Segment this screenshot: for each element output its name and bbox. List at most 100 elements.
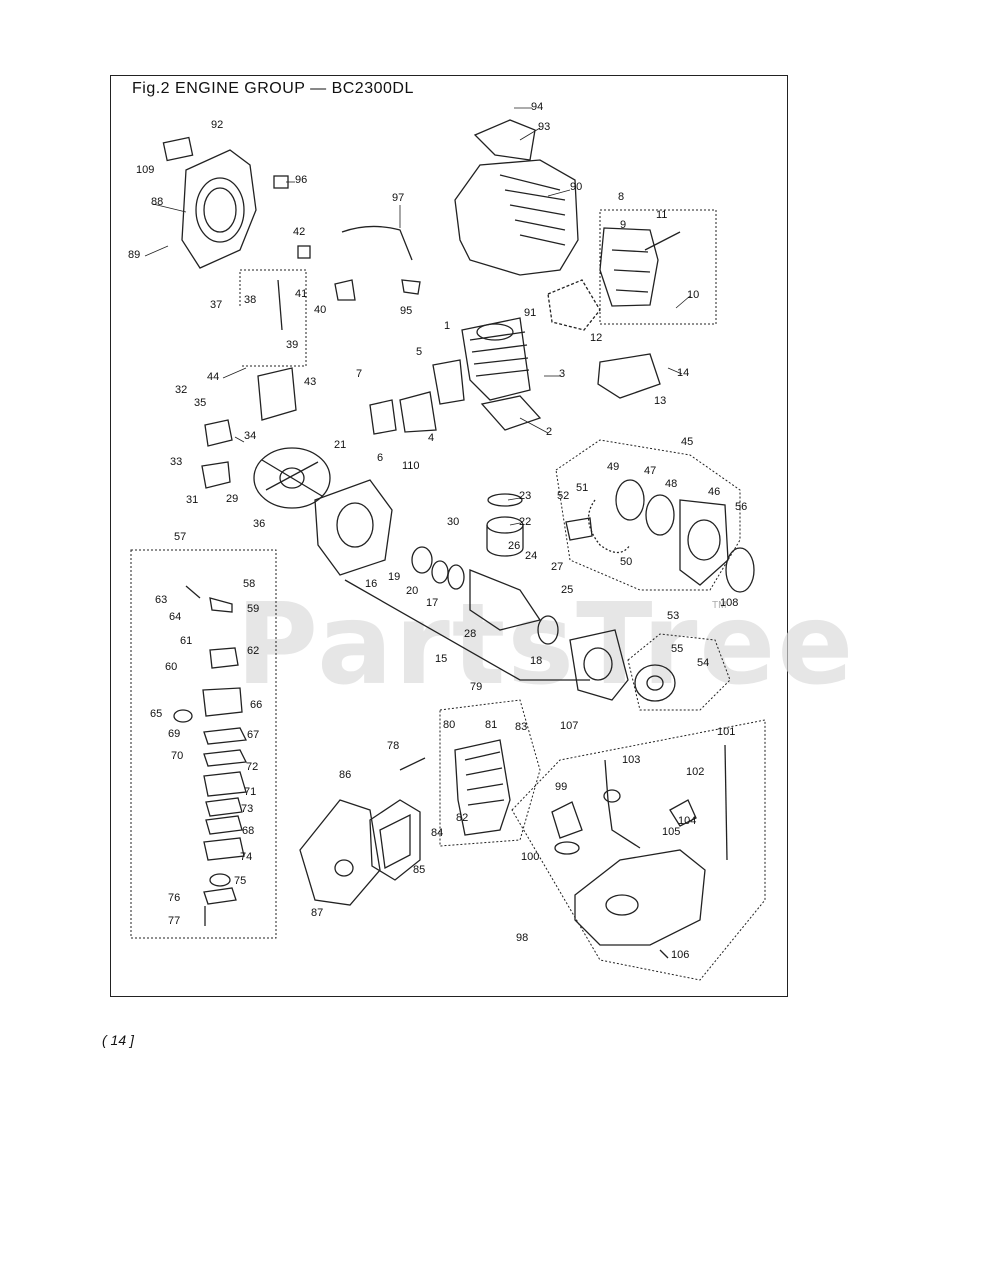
callout-60: 60 bbox=[165, 661, 178, 673]
part-78-bolt bbox=[399, 757, 426, 771]
part-75-filter bbox=[209, 873, 231, 887]
part-100-gasket bbox=[554, 841, 580, 855]
callout-45: 45 bbox=[681, 436, 694, 448]
callout-104: 104 bbox=[678, 815, 697, 827]
callout-98: 98 bbox=[516, 932, 529, 944]
part-99-cap bbox=[551, 801, 583, 839]
callout-43: 43 bbox=[304, 376, 317, 388]
callout-89: 89 bbox=[128, 249, 141, 261]
callout-96: 96 bbox=[295, 174, 308, 186]
callout-77: 77 bbox=[168, 915, 181, 927]
trademark-mark: TM bbox=[712, 600, 727, 611]
callout-85: 85 bbox=[413, 864, 426, 876]
part-66-carb-body bbox=[202, 687, 243, 717]
callout-82: 82 bbox=[456, 812, 469, 824]
callout-40: 40 bbox=[314, 304, 327, 316]
callout-44: 44 bbox=[207, 371, 220, 383]
part-68-diaphragm bbox=[205, 815, 243, 835]
callout-21: 21 bbox=[334, 439, 347, 451]
part-42-block bbox=[297, 245, 311, 259]
part-1-cylinder bbox=[461, 317, 531, 401]
callout-7: 7 bbox=[356, 368, 363, 380]
callout-37: 37 bbox=[210, 299, 223, 311]
callout-61: 61 bbox=[180, 635, 193, 647]
part-ignition-coil bbox=[257, 367, 297, 421]
callout-12: 12 bbox=[590, 332, 603, 344]
part-59-lever bbox=[209, 597, 233, 613]
callout-30: 30 bbox=[447, 516, 460, 528]
part-86-cleaner-cover bbox=[299, 799, 381, 906]
part-11-bolt bbox=[644, 231, 681, 251]
callout-8: 8 bbox=[618, 191, 625, 203]
group-box-79 bbox=[439, 699, 541, 847]
part-crankcase-right bbox=[569, 629, 629, 701]
callout-81: 81 bbox=[485, 719, 498, 731]
callout-107: 107 bbox=[560, 720, 579, 732]
callout-69: 69 bbox=[168, 728, 181, 740]
part-76-plate bbox=[203, 887, 237, 905]
part-74-cover bbox=[203, 837, 245, 861]
part-103-pipe bbox=[604, 759, 641, 849]
part-18-bearing bbox=[537, 615, 559, 645]
callout-62: 62 bbox=[247, 645, 260, 657]
callout-86: 86 bbox=[339, 769, 352, 781]
watermark: PartsTree bbox=[236, 580, 856, 710]
callout-34: 34 bbox=[244, 430, 257, 442]
callout-92: 92 bbox=[211, 119, 224, 131]
callout-84: 84 bbox=[431, 827, 444, 839]
part-17-bearing bbox=[447, 564, 465, 590]
part-6-plate bbox=[369, 399, 397, 435]
part-50-rope bbox=[588, 499, 631, 554]
callout-24: 24 bbox=[525, 550, 538, 562]
callout-64: 64 bbox=[169, 611, 182, 623]
callout-88: 88 bbox=[151, 196, 164, 208]
callout-2: 2 bbox=[546, 426, 553, 438]
part-97-harness bbox=[341, 225, 413, 261]
part-9-muffler bbox=[599, 227, 659, 307]
callout-67: 67 bbox=[247, 729, 260, 741]
part-23-ring bbox=[487, 493, 523, 507]
callout-108: 108 bbox=[720, 597, 739, 609]
part-40-plug bbox=[334, 279, 356, 301]
part-70-diaphragm bbox=[203, 749, 248, 767]
callout-91: 91 bbox=[524, 307, 537, 319]
callout-66: 66 bbox=[250, 699, 263, 711]
callout-72: 72 bbox=[246, 761, 259, 773]
group-box-37 bbox=[239, 269, 307, 367]
callout-9: 9 bbox=[620, 219, 627, 231]
part-20-seal bbox=[431, 560, 449, 584]
part-80-base bbox=[454, 739, 511, 836]
part-4-insulator bbox=[399, 391, 437, 433]
part-93-heat-shield bbox=[473, 119, 536, 161]
callout-26: 26 bbox=[508, 540, 521, 552]
callout-73: 73 bbox=[241, 803, 254, 815]
part-53-clutch bbox=[634, 664, 676, 702]
group-box-98 bbox=[511, 719, 766, 981]
callout-106: 106 bbox=[671, 949, 690, 961]
part-95-plug bbox=[401, 279, 421, 295]
callout-109: 109 bbox=[136, 164, 155, 176]
part-108-gasket bbox=[725, 547, 755, 593]
callout-46: 46 bbox=[708, 486, 721, 498]
part-38-rod bbox=[277, 279, 283, 331]
callout-101: 101 bbox=[717, 726, 736, 738]
group-box-57 bbox=[130, 549, 277, 939]
callout-27: 27 bbox=[551, 561, 564, 573]
callout-10: 10 bbox=[687, 289, 700, 301]
callout-95: 95 bbox=[400, 305, 413, 317]
part-63-screw bbox=[185, 585, 201, 599]
callout-3: 3 bbox=[559, 368, 566, 380]
callout-70: 70 bbox=[171, 750, 184, 762]
callout-38: 38 bbox=[244, 294, 257, 306]
callout-75: 75 bbox=[234, 875, 247, 887]
callout-41: 41 bbox=[295, 288, 308, 300]
callout-105: 105 bbox=[662, 826, 681, 838]
callout-42: 42 bbox=[293, 226, 306, 238]
callout-51: 51 bbox=[576, 482, 589, 494]
callout-14: 14 bbox=[677, 367, 690, 379]
callout-90: 90 bbox=[570, 181, 583, 193]
part-104-filter bbox=[669, 799, 697, 827]
callout-87: 87 bbox=[311, 907, 324, 919]
callout-55: 55 bbox=[671, 643, 684, 655]
